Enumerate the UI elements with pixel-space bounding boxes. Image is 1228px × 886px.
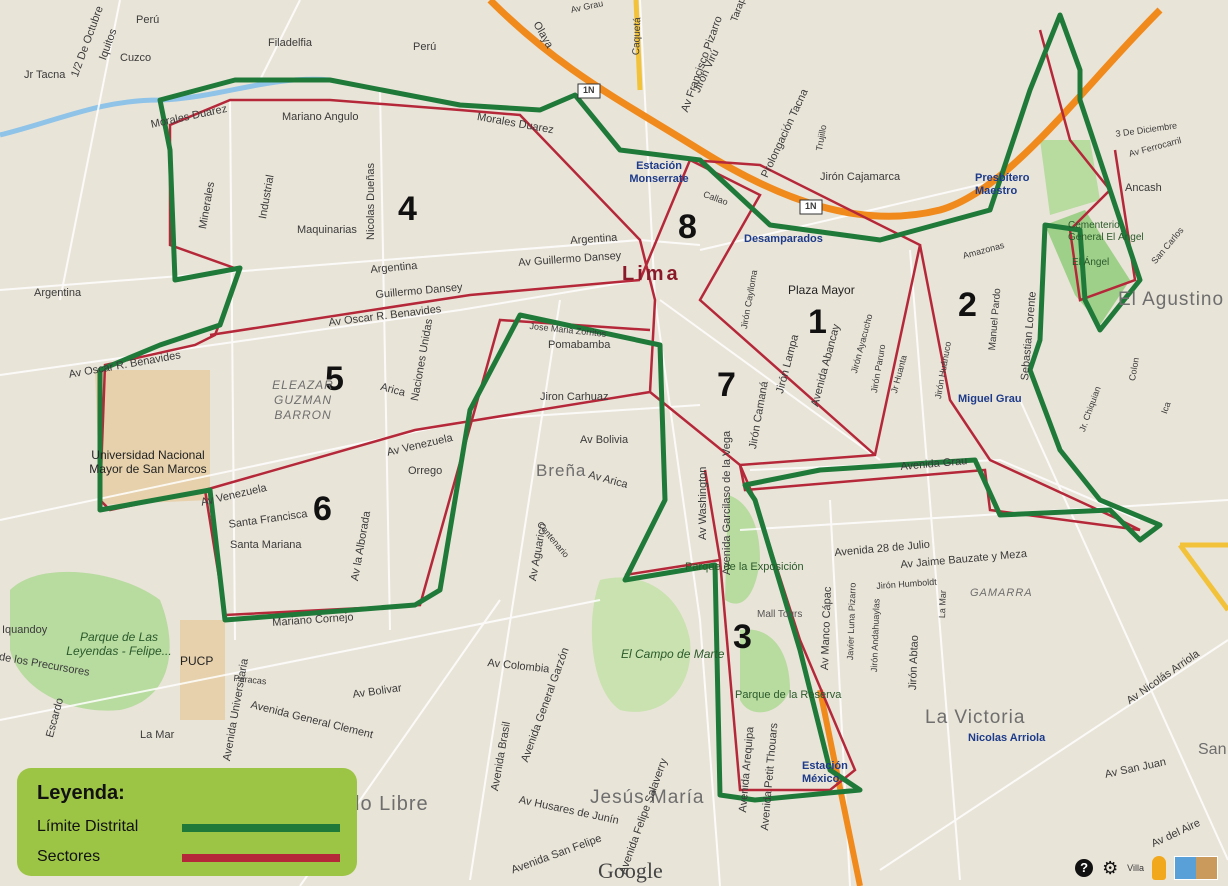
street-label: Jirón Cajamarca [820, 171, 901, 183]
street-label: Santa Mariana [230, 539, 302, 551]
road-yellow [1177, 542, 1228, 612]
sector-label: 6 [313, 490, 332, 528]
pegman-icon[interactable] [1152, 856, 1166, 880]
place-plaza-mayor[interactable]: Plaza Mayor [788, 283, 855, 297]
district-label-brena: Breña [536, 461, 587, 480]
station-miguel-grau[interactable]: Miguel Grau [958, 393, 1022, 405]
villa-label: Villa [1127, 862, 1144, 873]
street-label: Iquandoy [2, 624, 48, 636]
layer-switcher-icon[interactable] [1174, 856, 1218, 880]
street-label: Av Bolivia [580, 434, 629, 446]
park-reserva [740, 629, 790, 713]
station-monserrate[interactable]: Estación Monserrate [629, 160, 689, 185]
street-label: La Mar [937, 589, 948, 619]
highway-expresa [817, 689, 863, 886]
street-label: Jirón Abtao [907, 634, 921, 691]
street-label: Perú [136, 14, 160, 26]
station-desamparados[interactable]: Desamparados [744, 233, 823, 245]
district-boundary [97, 12, 1163, 803]
place-pucp[interactable]: PUCP [180, 654, 214, 668]
street-label: Av Washington [697, 466, 709, 540]
help-icon[interactable]: ? [1075, 859, 1094, 877]
street-label: Maquinarias [297, 224, 357, 236]
street-label: Perú [413, 41, 437, 53]
place-cementerio[interactable]: Cementerio General El Ángel [1068, 220, 1144, 243]
district-label-lince: lo Libre [355, 793, 429, 815]
park-cementerio [1045, 210, 1130, 325]
highway-shield-label: 1N [805, 201, 817, 211]
gear-icon[interactable]: ⚙ [1102, 858, 1119, 878]
place-parque-reserva[interactable]: Parque de la Reserva [735, 689, 842, 701]
place-parque-exposicion[interactable]: Parque de la Exposición [685, 561, 804, 573]
sector-label: 1 [808, 303, 827, 341]
sector-label: 3 [733, 618, 752, 656]
district-label-jesus-maria: Jesús María [590, 787, 705, 808]
street-label: San [1198, 741, 1227, 758]
district-label-gamarra: GAMARRA [970, 587, 1033, 599]
park-las-leyendas [10, 571, 170, 711]
place-parque-leyendas[interactable]: Parque de Las Leyendas - Felipe... [66, 630, 172, 658]
street-label: Jr Tacna [24, 69, 66, 81]
google-logo: Google [598, 858, 663, 883]
district-label-lima: Lima [622, 263, 681, 285]
street-label: Cuzco [120, 52, 152, 64]
street-label: Nicolas Dueñas [365, 162, 377, 240]
sector-label: 5 [325, 360, 344, 398]
sector-label: 4 [398, 190, 417, 228]
legend-title: Leyenda: [37, 782, 125, 804]
road-caqueta [633, 0, 643, 91]
park-exposicion [725, 495, 760, 604]
district-label-la-victoria: La Victoria [925, 707, 1026, 728]
sector-7-south [624, 558, 721, 577]
street-label: Pomabamba [548, 339, 611, 351]
map-controls: ? ⚙ Villa [1075, 856, 1218, 880]
station-nicolas-arriola[interactable]: Nicolas Arriola [968, 732, 1046, 744]
parks [10, 140, 1130, 720]
street-label: Jiron Carhuaz [540, 391, 609, 403]
legend-item-label: Límite Distrital [37, 818, 139, 835]
legend: Leyenda: Límite Distrital Sectores [17, 768, 357, 876]
campus-san-marcos [95, 370, 210, 505]
sector-1-7-8-divider [689, 158, 876, 456]
sector-label: 2 [958, 286, 977, 324]
place-mall-tours[interactable]: Mall Tours [757, 609, 803, 620]
station-mexico[interactable]: Estación México [802, 760, 848, 785]
district-label-el-agustino: El Agustino [1118, 289, 1225, 310]
street-label: Orrego [408, 465, 443, 477]
sector-2-south [738, 464, 1141, 532]
campus-pucp [180, 620, 225, 720]
legend-item-label: Sectores [37, 848, 101, 865]
street-label: La Mar [140, 729, 175, 741]
sector-label: 8 [678, 208, 697, 246]
place-univ-san-marcos[interactable]: Universidad Nacional Mayor de San Marcos [89, 448, 207, 476]
highway-shield-label: 1N [583, 85, 595, 95]
park-campo-marte [591, 577, 691, 712]
sector-label: 7 [717, 366, 736, 404]
legend-swatch-sectors [182, 854, 340, 862]
highway-shield [577, 83, 823, 215]
place-campo-marte[interactable]: El Campo de Marte [621, 647, 725, 661]
place-el-angel[interactable]: El Ángel [1072, 257, 1110, 268]
street-label: Filadelfia [268, 37, 313, 49]
station-presbitero[interactable]: Presbítero Maestro [975, 172, 1030, 197]
legend-swatch-district [182, 824, 340, 832]
street-label: Mariano Angulo [282, 111, 359, 123]
street-label: Argentina [34, 287, 82, 299]
street-label: Avenida Garcilaso de la Vega [721, 430, 733, 575]
district-label-eleazar: ELEAZAR GUZMAN BARRON [272, 378, 334, 422]
sector-4-5-divider [209, 278, 641, 337]
street-label: Caquetá [631, 17, 644, 56]
street-label: Ancash [1125, 182, 1162, 194]
